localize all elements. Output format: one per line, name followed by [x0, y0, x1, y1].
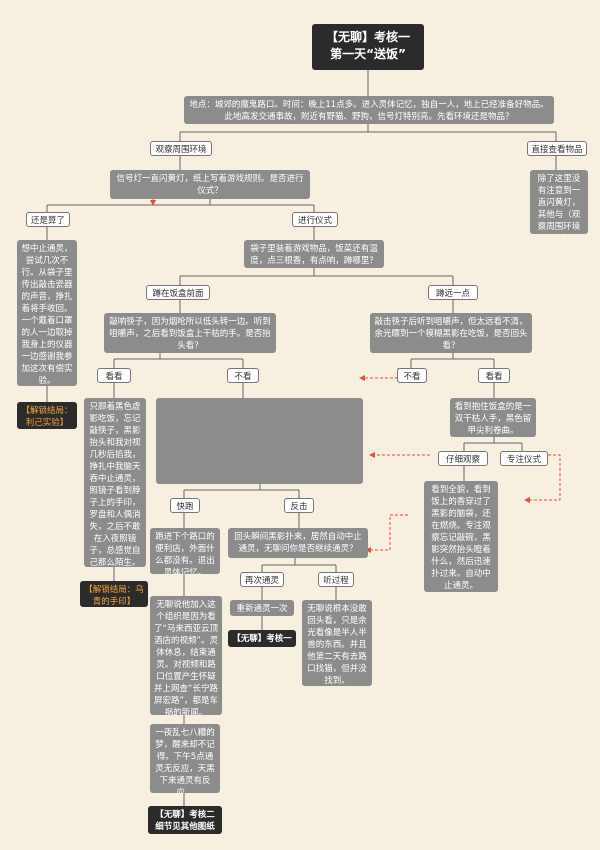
node-wuliao-2: 【无聊】考核二细节见其他图纸 — [148, 806, 222, 834]
node-forget-desc: 想中止通灵，尝试几次不行。从袋子里传出敲击瓷器的声音，挣扎着将手收回。一个戴着口… — [17, 240, 77, 386]
node-front-desc: 敲响筷子，因为烟呛所以低头转一边。听到咀嚼声，之后看到饭盒上干枯的手。是否抬头看… — [104, 313, 276, 353]
node-focus-ritual: 专注仪式 — [500, 451, 548, 466]
node-nolook-right: 不看 — [397, 368, 427, 383]
node-look-left-desc: 只顾着黑色虚影吃饭，忘记敲筷子，黑影抬头和我对视几秒后掐我，挣扎中我脑天吞中止通… — [84, 398, 146, 567]
title-line1: 【无聊】考核一 — [325, 30, 410, 44]
node-wuliao-1: 【无聊】考核一 — [228, 630, 296, 647]
node-signal: 信号灯一直闪黄灯，纸上写着游戏规则。是否进行仪式？ — [110, 170, 310, 199]
node-items-note: 除了这里没有注意到一直闪黄灯，其他与（观察周围环境一样） — [530, 170, 588, 234]
node-news-desc: 无聊说他加入这个组织是因为看了“马来西亚云顶酒店的视频”。灵体休息，结束通灵。对… — [150, 596, 222, 715]
node-observe: 观察周围环境 — [150, 141, 212, 156]
node-squat-far: 蹲远一点 — [428, 285, 478, 300]
node-observe-closely: 仔细观察 — [438, 451, 488, 466]
title-line2: 第一天“送饭” — [330, 47, 406, 61]
node-look-left: 看看 — [97, 368, 131, 383]
node-nolook-left: 不看 — [227, 368, 259, 383]
title-node: 【无聊】考核一 第一天“送饭” — [312, 24, 424, 70]
node-run-fast: 快跑 — [170, 498, 200, 513]
node-do-ritual: 进行仪式 — [292, 212, 338, 227]
node-nolook-left-desc — [156, 398, 363, 484]
node-listen: 听过程 — [318, 572, 354, 587]
node-renew: 重新通灵一次 — [230, 600, 294, 616]
node-ending-1: 【解锁结局：利己实验】 — [17, 402, 77, 429]
node-look-right: 看看 — [478, 368, 510, 383]
node-squat-front: 蹲在饭盒前面 — [146, 285, 210, 300]
node-reconnect: 再次通灵 — [240, 572, 284, 587]
node-run-desc: 跑进下个路口的便利店，外面什么都没有。退出灵体记忆。 — [150, 528, 220, 574]
node-attack-desc: 回头瞬间黑影扑来，居然自动中止通灵，无聊问你是否继续通灵？ — [228, 528, 368, 558]
node-forget: 还是算了 — [26, 212, 70, 227]
node-bag: 袋子里装着游戏物品，饭菜还有温度，点三根香，有点响，蹲哪里？ — [244, 240, 384, 268]
node-observe-closely-desc: 看到全貌，看到饭上的香穿过了黑影的脑袋，还在燃烧。专注观察忘记敲碗，黑影突然抬头… — [424, 481, 498, 592]
node-attack: 反击 — [284, 498, 314, 513]
node-check-items: 直接查看物品 — [527, 141, 587, 156]
node-look-right-desc: 看到抱住饭盒的是一双干枯人手，黑色留甲尖利卷曲。 — [450, 398, 536, 437]
node-dream-desc: 一夜乱七八糟的梦，醒来却不记得。下午5点通灵无反应，天黑下来通灵有反应。 — [150, 724, 220, 793]
node-ending-2: 【解锁结局：乌青的手印】 — [80, 581, 148, 607]
node-listen-desc: 无聊说根本没敢回头看，只是余光看像是半人半兽的东西。并且他第二天有去路口找猫，但… — [302, 600, 372, 686]
node-intro: 地点：城郊的魔鬼路口。时间：晚上11点多。进入灵体记忆，独自一人，地上已经准备好… — [184, 96, 554, 124]
node-far-desc: 敲击筷子后听到咀嚼声，但太远看不清，余光瞟到一个模糊黑影在吃饭，是否回头看？ — [370, 313, 532, 353]
